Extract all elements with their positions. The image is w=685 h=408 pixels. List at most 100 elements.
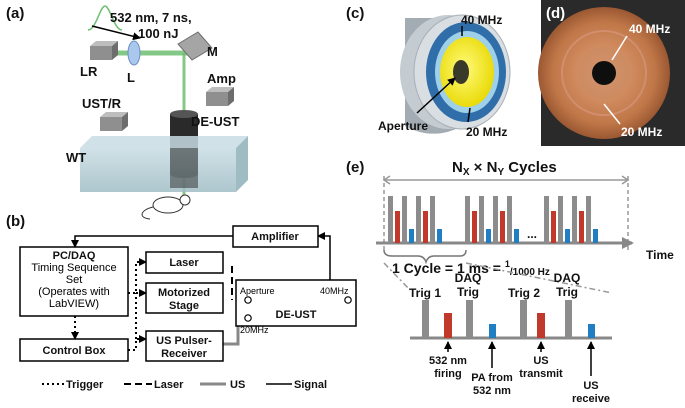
ust-r-label: UST/R bbox=[82, 96, 122, 111]
bar-trig2 bbox=[520, 300, 527, 338]
panel-e: (e) NX × NY Cycles Time ... bbox=[346, 159, 674, 405]
amp-block bbox=[206, 87, 234, 106]
panel-c-label: (c) bbox=[346, 5, 364, 22]
panel-d: (d) 40 MHz 20 MHz bbox=[538, 0, 685, 146]
panel-c: (c) 40 MHz Aperture 20 MHz bbox=[346, 5, 511, 139]
bar-pa-532 bbox=[489, 324, 496, 338]
cycle-definition: 1 Cycle = 1 ms = 1/1000 Hz bbox=[392, 259, 550, 278]
cycle-group-1 bbox=[388, 196, 442, 243]
de-ust-label: DE-UST bbox=[191, 114, 239, 129]
legend-signal: Signal bbox=[294, 379, 327, 391]
pc-line1: PC/DAQ bbox=[53, 250, 96, 262]
cycles-ellipsis: ... bbox=[527, 227, 537, 241]
time-label: Time bbox=[646, 248, 674, 262]
amplifier-box bbox=[232, 225, 319, 248]
photo-20mhz-label: 20 MHz bbox=[621, 125, 662, 139]
trigger-to-pulser bbox=[128, 335, 147, 351]
amp-label: Amp bbox=[207, 71, 236, 86]
bar-daq-trig2 bbox=[565, 300, 572, 338]
photo-40mhz-leader bbox=[611, 35, 628, 61]
trigger-to-laser bbox=[128, 258, 147, 294]
ust-receiver-block bbox=[100, 112, 128, 131]
signal-amp-to-pc bbox=[71, 235, 233, 248]
bar-trig1 bbox=[422, 300, 429, 338]
trig1-label: Trig 1 bbox=[409, 286, 441, 300]
panel-e-label: (e) bbox=[346, 159, 364, 176]
pc-line4: (Operates with bbox=[38, 286, 110, 298]
daq2-line1: DAQ bbox=[554, 271, 581, 285]
port-40mhz-icon bbox=[344, 296, 352, 304]
de-ust-box-label: DE-UST bbox=[276, 309, 317, 321]
firing-line1: 532 nm bbox=[429, 355, 467, 367]
de-ust-box bbox=[235, 279, 357, 327]
us-pulser-box bbox=[145, 330, 224, 362]
cycles-label: NX × NY Cycles bbox=[452, 159, 557, 178]
panel-a: (a) 532 nm, 7 ns, 100 nJ LR L M Amp bbox=[6, 5, 248, 220]
panel-d-label: (d) bbox=[546, 5, 565, 22]
control-box-label: Control Box bbox=[43, 345, 107, 357]
pa-line1: PA from bbox=[471, 372, 513, 384]
transmit-line1: US bbox=[533, 355, 548, 367]
one-cycle-brace bbox=[383, 249, 467, 265]
bar-us-transmit bbox=[537, 313, 545, 338]
motorized-stage-box bbox=[145, 282, 224, 314]
legend-laser: Laser bbox=[154, 379, 184, 391]
receive-line2: receive bbox=[572, 393, 610, 405]
aperture-port-label: Aperture bbox=[240, 286, 275, 296]
pc-line3: Set bbox=[66, 274, 83, 286]
transmit-line2: transmit bbox=[519, 368, 563, 380]
daq1-line1: DAQ bbox=[455, 271, 482, 285]
laser-box-label: Laser bbox=[169, 257, 199, 269]
aperture-port-icon bbox=[244, 296, 252, 304]
bar-daq-trig1 bbox=[466, 300, 473, 338]
lr-label: LR bbox=[80, 64, 98, 79]
render-20mhz-leader bbox=[467, 107, 471, 123]
laser-input-arrow bbox=[91, 25, 141, 41]
panel-b: (b) PC/DAQ Timing Sequence Set (Operates… bbox=[6, 213, 357, 391]
lens-icon bbox=[127, 40, 141, 66]
pa-line2: 532 nm bbox=[473, 385, 511, 397]
zoom-guide-left bbox=[383, 262, 411, 291]
transducer-render bbox=[400, 14, 511, 134]
render-20mhz-label: 20 MHz bbox=[466, 125, 507, 139]
render-aperture-arrow bbox=[416, 77, 456, 114]
bar-us-receive bbox=[588, 324, 595, 338]
photo-40mhz-label: 40 MHz bbox=[629, 22, 670, 36]
pulser-line1: US Pulser- bbox=[156, 335, 212, 347]
panel-b-label: (b) bbox=[6, 213, 25, 230]
control-box bbox=[19, 338, 129, 362]
wt-label: WT bbox=[66, 150, 86, 165]
photo-aperture-hole bbox=[592, 61, 616, 85]
panel-a-label: (a) bbox=[6, 5, 24, 22]
legend-us: US bbox=[230, 379, 245, 391]
port-20mhz-icon bbox=[244, 314, 252, 322]
legend: Trigger Laser US Signal bbox=[42, 379, 327, 391]
laser-spec-line2: 100 nJ bbox=[138, 26, 178, 41]
port-40mhz-label: 40MHz bbox=[320, 286, 349, 296]
laser-spec-line1: 532 nm, 7 ns, bbox=[110, 10, 192, 25]
render-aperture-label: Aperture bbox=[378, 119, 428, 133]
mouse-icon bbox=[141, 194, 191, 220]
zoom-guide-right bbox=[465, 262, 613, 294]
laser-pulse-icon bbox=[87, 5, 123, 31]
laser-reflector-block bbox=[90, 41, 118, 60]
receive-line1: US bbox=[583, 380, 598, 392]
firing-line2: firing bbox=[434, 368, 462, 380]
daq2-line2: Trig bbox=[556, 285, 578, 299]
legend-trigger: Trigger bbox=[66, 379, 104, 391]
trig2-label: Trig 2 bbox=[508, 286, 540, 300]
pulser-line2: Receiver bbox=[161, 348, 208, 360]
mirror-icon bbox=[177, 31, 213, 61]
pc-daq-box bbox=[19, 246, 129, 317]
laser-box bbox=[145, 251, 224, 274]
lens-label: L bbox=[127, 70, 135, 85]
stage-line1: Motorized bbox=[158, 287, 210, 299]
pc-line5: LabVIEW) bbox=[49, 298, 99, 310]
cycle-group-2 bbox=[465, 196, 519, 243]
cycle-group-3 bbox=[544, 196, 598, 243]
stage-line2: Stage bbox=[169, 300, 199, 312]
daq1-line2: Trig bbox=[457, 285, 479, 299]
port-20mhz-label: 20MHz bbox=[240, 325, 269, 335]
photo-20mhz-leader bbox=[603, 103, 621, 125]
